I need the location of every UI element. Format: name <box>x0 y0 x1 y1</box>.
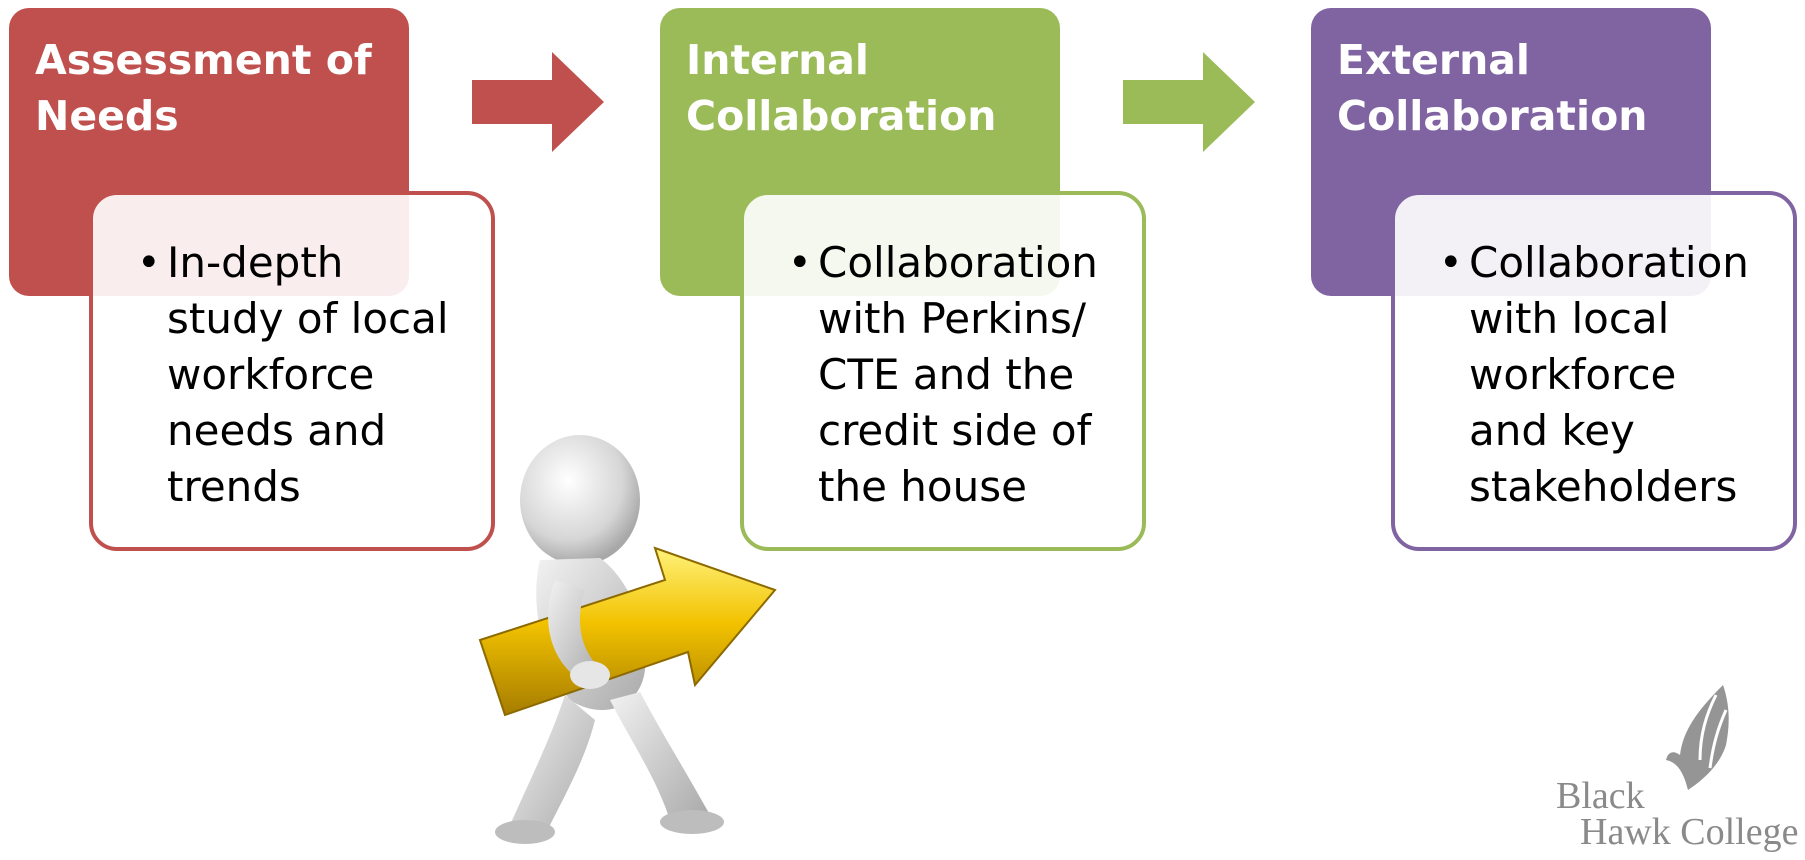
person-carrying-arrow-icon <box>478 435 777 844</box>
step-detail-box: • In-depth study of local workforce need… <box>89 191 495 551</box>
step-detail-box: • Collaboration with local workforce and… <box>1391 191 1797 551</box>
bullet-marker: • <box>1439 240 1463 286</box>
bullet-text: Collaboration with local workforce and k… <box>1469 238 1749 511</box>
step-title: Internal Collaboration <box>686 36 997 140</box>
bullet-marker: • <box>788 240 812 286</box>
step-internal-collaboration: Internal Collaboration • Collaboration w… <box>651 0 1151 560</box>
right-arrow-icon <box>1123 52 1255 152</box>
bullet-item: • In-depth study of local workforce need… <box>137 235 481 515</box>
step-detail-box: • Collaboration with Perkins/ CTE and th… <box>740 191 1146 551</box>
black-hawk-logo: Black Hawk College <box>1548 680 1805 860</box>
logo-text-line-1: Black <box>1556 775 1645 817</box>
step-assessment-of-needs: Assessment of Needs • In-depth study of … <box>0 0 500 560</box>
bullet-item: • Collaboration with local workforce and… <box>1439 235 1783 515</box>
bullet-marker: • <box>137 240 161 286</box>
logo-text-line-2: Hawk College <box>1580 811 1799 853</box>
step-title: External Collaboration <box>1337 36 1648 140</box>
bullet-item: • Collaboration with Perkins/ CTE and th… <box>788 235 1132 515</box>
right-arrow-icon <box>472 52 604 152</box>
bullet-text: In-depth study of local workforce needs … <box>167 238 449 511</box>
hawk-icon <box>1666 685 1729 790</box>
step-title: Assessment of Needs <box>35 36 372 140</box>
step-external-collaboration: External Collaboration • Collaboration w… <box>1302 0 1802 560</box>
bullet-text: Collaboration with Perkins/ CTE and the … <box>818 238 1098 511</box>
